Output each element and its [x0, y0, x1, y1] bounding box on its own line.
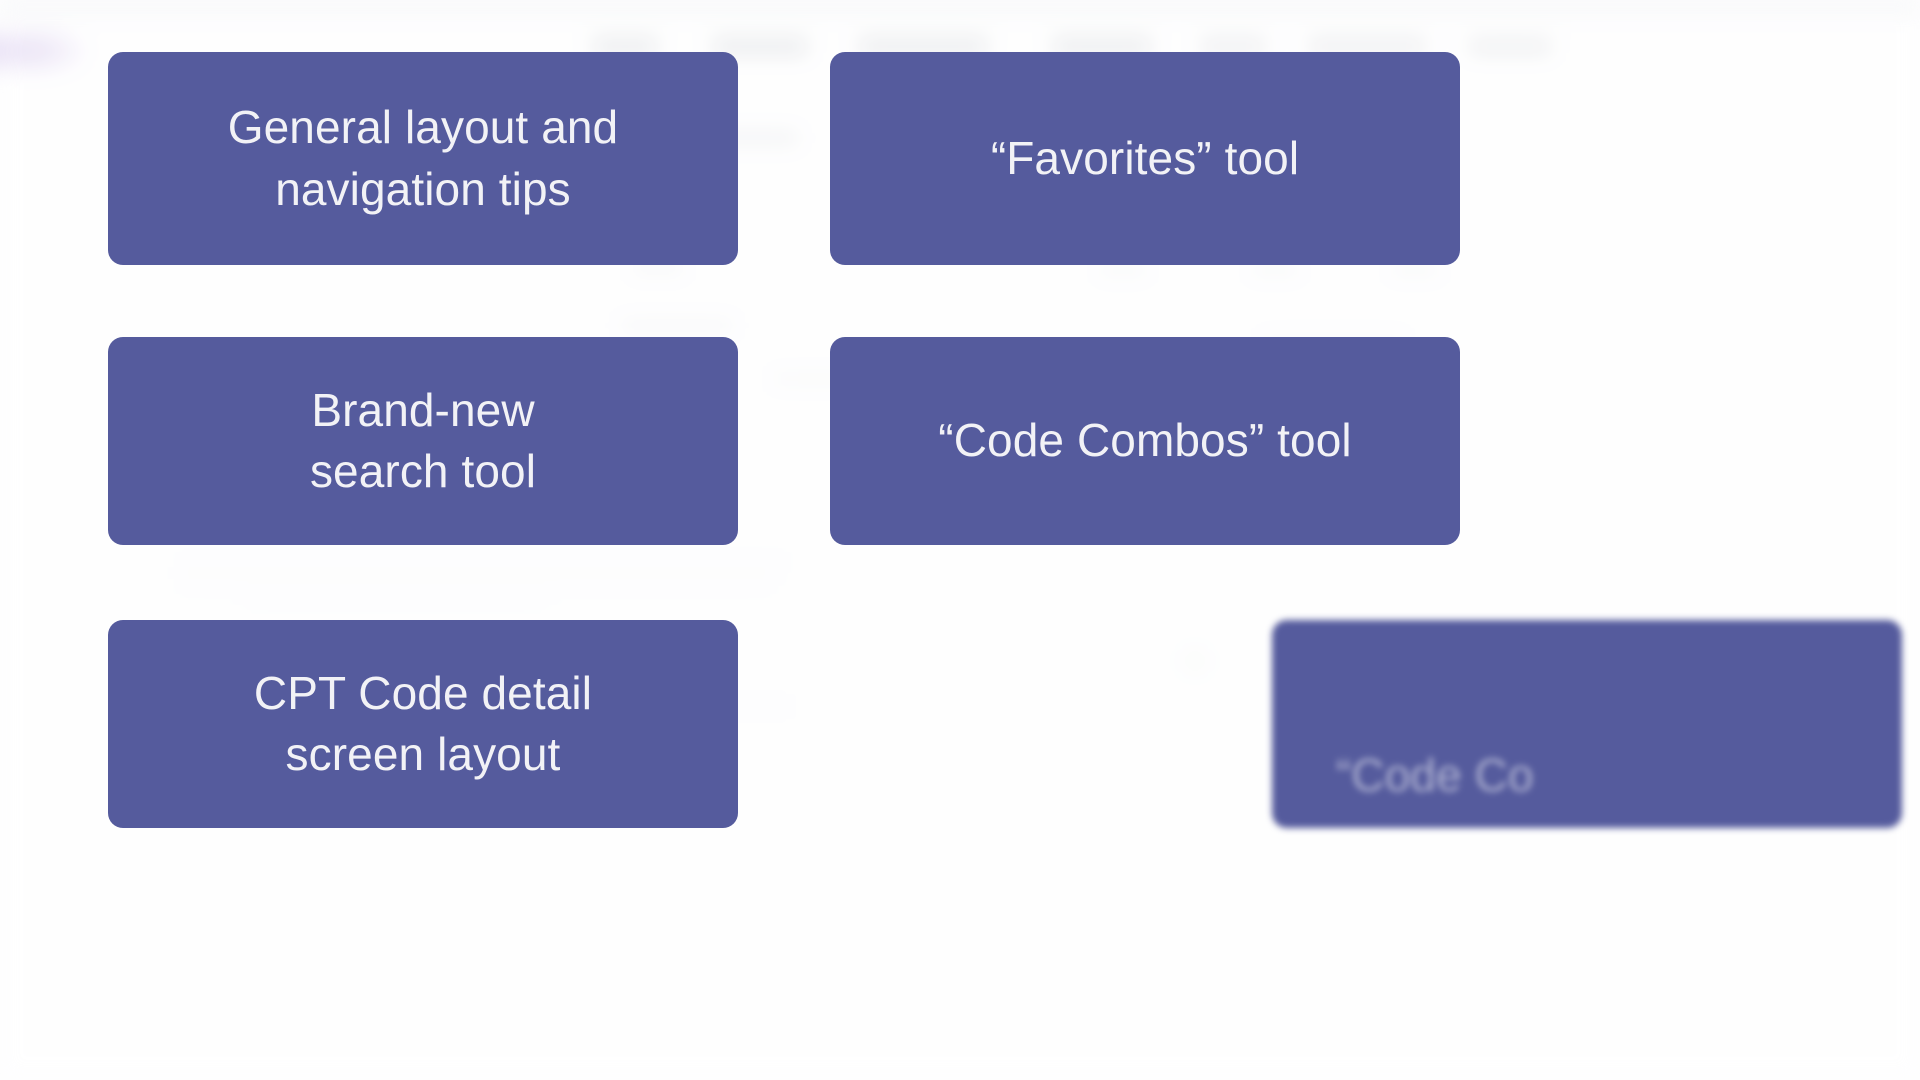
tour-card-label: CPT Code detail screen layout: [253, 666, 593, 780]
tour-card-label: “Favorites” tool: [990, 131, 1300, 184]
tour-card-label: General layout and navigation tips: [227, 101, 619, 215]
tour-card-cpt-detail[interactable]: CPT Code detail screen layout: [108, 620, 738, 828]
tour-card-favorites-tool[interactable]: “Favorites” tool: [830, 52, 1460, 265]
tour-card-search-tool[interactable]: Brand-new search tool: [108, 337, 738, 545]
tour-card-label: “Code Co: [1336, 749, 1534, 802]
tour-card-general-layout[interactable]: General layout and navigation tips: [108, 52, 738, 265]
tour-card-code-combos[interactable]: “Code Combos” tool: [830, 337, 1460, 545]
tour-card-label: “Code Combos” tool: [938, 414, 1352, 467]
tour-card-label: Brand-new search tool: [309, 383, 537, 497]
tour-card-incoming[interactable]: “Code Co: [1272, 620, 1902, 828]
